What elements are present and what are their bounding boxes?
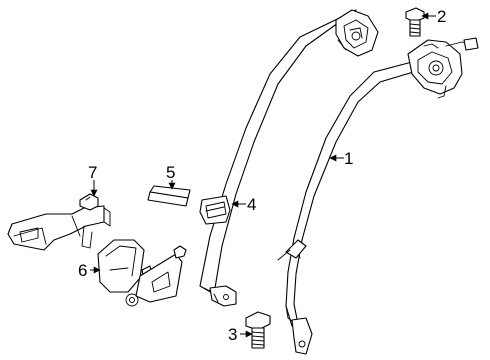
trim-pad [147, 185, 191, 207]
callout-2: 2 [437, 7, 446, 26]
right-anchor-bracket [285, 305, 313, 355]
center-buckle-harness [7, 205, 111, 251]
callout-leaders [90, 12, 436, 338]
left-anchor-bracket [209, 285, 237, 307]
callout-5: 5 [166, 163, 175, 182]
left-belt-webbing [199, 9, 357, 301]
callout-6: 6 [78, 261, 87, 280]
left-retractor [335, 9, 379, 57]
belt-guide-loop [199, 195, 231, 225]
bottom-bolt [245, 311, 271, 349]
top-bolt [405, 7, 425, 37]
retractor-tether [445, 37, 479, 51]
right-belt-webbing [285, 61, 421, 327]
retaining-clip [79, 193, 99, 211]
right-retractor [407, 39, 463, 99]
callout-1: 1 [344, 149, 353, 168]
callout-7: 7 [88, 163, 97, 182]
right-belt-tongue [277, 239, 307, 261]
buckle-assembly [97, 239, 187, 307]
callout-4: 4 [247, 195, 256, 214]
callout-3: 3 [228, 325, 237, 344]
